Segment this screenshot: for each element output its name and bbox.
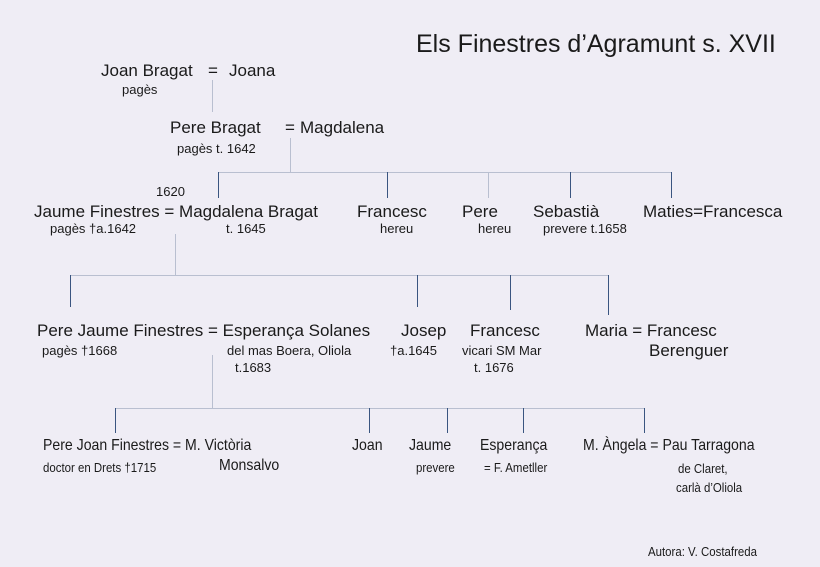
- couple-pere-jaume-finestres: Pere Jaume Finestres = Esperança Solanes: [37, 321, 371, 340]
- couple-pere-joan-finestres: Pere Joan Finestres = M. Victòria: [43, 437, 252, 454]
- connector-line: [369, 408, 370, 433]
- connector-line: [387, 172, 388, 198]
- connector-line: [290, 138, 291, 172]
- person-josep: Josep: [401, 321, 447, 340]
- marriage-sign: =: [285, 118, 295, 137]
- person-maria: Maria = Francesc: [585, 321, 717, 340]
- connector-line: [417, 275, 418, 307]
- person-jaume: Jaume: [409, 437, 452, 454]
- couple-jaume-finestres: Jaume Finestres = Magdalena Bragat: [34, 202, 318, 221]
- person-pere-bragat: Pere Bragat: [170, 118, 261, 137]
- person-esperanca: Esperança: [480, 437, 548, 454]
- author-credit: Autora: V. Costafreda: [648, 544, 757, 559]
- diagram-title: Els Finestres d’Agramunt s. XVII: [416, 30, 776, 58]
- note-esperanca: = F. Ametller: [484, 460, 548, 475]
- marriage-sign: =: [208, 61, 218, 80]
- person-magdalena: Magdalena: [300, 118, 385, 137]
- connector-line: [212, 80, 213, 112]
- connector-line: [115, 408, 116, 433]
- note-pau-tarragona: de Claret,: [678, 461, 728, 476]
- connector-line: [447, 408, 448, 433]
- person-pere: Pere: [462, 202, 498, 221]
- person-maties: Maties=Francesca: [643, 202, 783, 221]
- person-sebastia: Sebastià: [533, 202, 600, 221]
- note-pere-joan: doctor en Drets †1715: [43, 460, 157, 475]
- sibling-line: [70, 275, 609, 276]
- note-pere-jaume: pagès †1668: [42, 343, 118, 358]
- person-joan-bragat: Joan Bragat: [101, 61, 193, 80]
- note-joan-bragat: pagès: [122, 82, 158, 97]
- connector-line: [488, 172, 489, 198]
- connector-line: [608, 275, 609, 315]
- person-francesc-vicari: Francesc: [470, 321, 540, 340]
- note-pere-bragat: pagès t. 1642: [177, 141, 256, 156]
- note-esperanca-solanes: del mas Boera, Oliola: [227, 343, 352, 358]
- note-magdalena-bragat: t. 1645: [226, 221, 266, 236]
- person-francesc-berenguer: Berenguer: [649, 341, 729, 360]
- note-jaume-finestres: pagès †a.1642: [50, 221, 137, 236]
- marriage-year: 1620: [156, 184, 185, 199]
- connector-line: [570, 172, 571, 198]
- sibling-line: [218, 172, 672, 173]
- note-jaume: prevere: [416, 460, 455, 475]
- note-francesc-vicari-2: t. 1676: [474, 360, 514, 375]
- sibling-line: [115, 408, 645, 409]
- connector-line: [510, 275, 511, 310]
- note-francesc-vicari: vicari SM Mar: [462, 343, 542, 358]
- connector-line: [175, 234, 176, 275]
- person-francesc: Francesc: [357, 202, 427, 221]
- person-joan: Joan: [352, 437, 383, 454]
- note-josep: †a.1645: [390, 343, 437, 358]
- connector-line: [671, 172, 672, 198]
- couple-m-angela: M. Àngela = Pau Tarragona: [583, 437, 755, 454]
- connector-line: [644, 408, 645, 433]
- connector-line: [218, 172, 219, 198]
- person-joana: Joana: [229, 61, 276, 80]
- note-esperanca-solanes-2: t.1683: [235, 360, 272, 375]
- note-sebastia: prevere t.1658: [543, 221, 627, 236]
- note-pere: hereu: [478, 221, 512, 236]
- person-monsalvo: Monsalvo: [219, 457, 280, 474]
- connector-line: [70, 275, 71, 307]
- note-francesc: hereu: [380, 221, 414, 236]
- connector-line: [212, 355, 213, 408]
- note-pau-tarragona-2: carlà d’Oliola: [676, 480, 743, 495]
- connector-line: [523, 408, 524, 433]
